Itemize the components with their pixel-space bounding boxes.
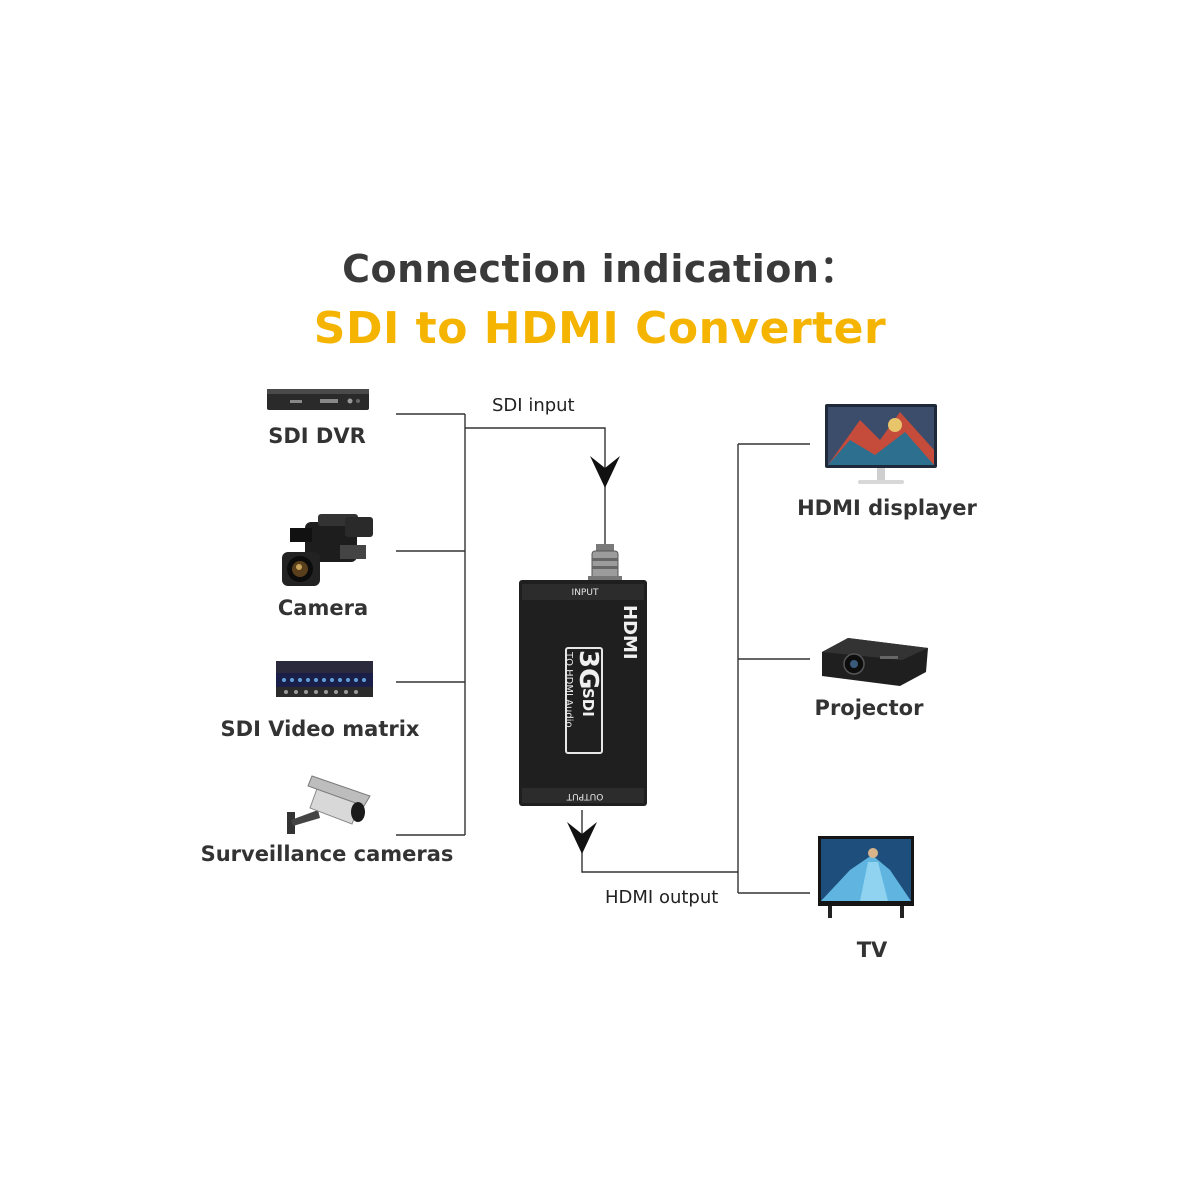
output-arrow-icon <box>567 822 597 854</box>
device-brand: HDMI <box>619 605 640 660</box>
diagram-title: Connection indication： <box>342 247 858 291</box>
source-label-sdi-dvr: SDI DVR <box>268 424 366 448</box>
source-label-camera: Camera <box>277 596 369 620</box>
dvr-icon <box>267 389 369 410</box>
source-label-video-matrix: SDI Video matrix <box>220 717 420 741</box>
monitor-icon <box>825 404 937 484</box>
camcorder-icon <box>282 514 373 586</box>
device-input-port: INPUT <box>572 588 599 598</box>
device-model-small: SDI <box>579 688 597 717</box>
video-matrix-icon <box>276 661 373 697</box>
input-arrow-icon <box>590 456 620 488</box>
device-output-port: OUTPUT <box>566 791 603 801</box>
tv-icon <box>818 836 914 918</box>
diagram-subtitle: SDI to HDMI Converter <box>313 303 887 354</box>
hdmi-output-label: HDMI output <box>605 887 719 908</box>
sdi-input-label: SDI input <box>492 395 575 416</box>
output-label-tv: TV <box>856 938 888 962</box>
device-model-big: 3G <box>573 650 603 689</box>
output-label-projector: Projector <box>814 696 924 720</box>
bnc-connector-icon <box>588 544 622 582</box>
projector-icon <box>822 638 928 686</box>
source-label-surveillance: Surveillance cameras <box>200 842 454 866</box>
sdi-input-wire <box>465 427 606 545</box>
cctv-camera-icon <box>287 775 371 834</box>
hdmi-output-wire <box>581 810 738 873</box>
device-subtext: TO HDMI Audio <box>563 651 574 728</box>
output-label-hdmi-displayer: HDMI displayer <box>797 496 977 520</box>
